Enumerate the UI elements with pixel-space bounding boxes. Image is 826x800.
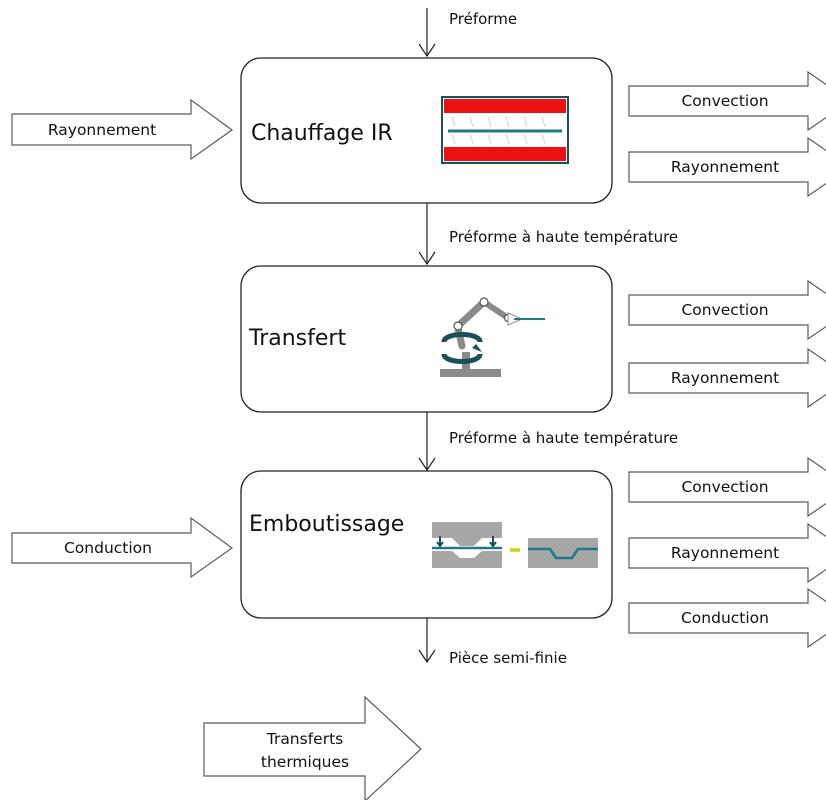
flow-label: Préforme à haute température: [449, 228, 678, 246]
loss-arrow-heating-convection: Convection: [628, 70, 826, 132]
robot-arm-icon: [440, 297, 545, 377]
output-label: Pièce semi-finie: [449, 649, 567, 667]
arrow-label: Rayonnement: [48, 121, 156, 139]
loss-arrow-stamping-conduction: Conduction: [628, 587, 826, 649]
flow-label: Préforme à haute température: [449, 429, 678, 447]
input-arrow-heating: Rayonnement: [11, 98, 234, 161]
output-flow: Pièce semi-finie: [418, 618, 567, 667]
stage-transfer: Transfert: [240, 265, 613, 413]
arrow-label: Convection: [681, 92, 768, 110]
arrow-label: Rayonnement: [671, 158, 779, 176]
legend-line-2: thermiques: [261, 753, 349, 771]
arrow-label: Rayonnement: [671, 544, 779, 562]
loss-arrow-stamping-radiation: Rayonnement: [628, 522, 826, 584]
flow-after-heating: Préforme à haute température: [418, 203, 678, 266]
loss-arrow-stamping-convection: Convection: [628, 456, 826, 518]
arrow-label: Conduction: [681, 609, 769, 627]
input-arrow-stamping: Conduction: [11, 516, 234, 579]
loss-arrows: Convection Rayonnement Convection Rayonn…: [628, 70, 826, 649]
ir-oven-icon: [441, 96, 569, 164]
stage-heating: Chauffage IR: [240, 57, 613, 204]
input-label: Préforme: [449, 10, 517, 28]
stage-stamping: Emboutissage: [240, 470, 613, 619]
stage-title: Transfert: [248, 326, 346, 351]
stamping-press-icon: [432, 522, 598, 568]
arrow-label: Convection: [681, 478, 768, 496]
legend-arrow: Transferts thermiques: [203, 695, 422, 800]
loss-arrow-transfer-radiation: Rayonnement: [628, 347, 826, 409]
stage-title: Emboutissage: [249, 512, 404, 537]
arrow-label: Convection: [681, 301, 768, 319]
loss-arrow-heating-radiation: Rayonnement: [628, 136, 826, 198]
legend-line-1: Transferts: [266, 730, 343, 748]
arrow-label: Rayonnement: [671, 369, 779, 387]
flow-after-transfer: Préforme à haute température: [418, 412, 678, 472]
arrow-label: Conduction: [64, 539, 152, 557]
input-flow: Préforme: [418, 8, 517, 58]
stage-title: Chauffage IR: [251, 121, 393, 146]
loss-arrow-transfer-convection: Convection: [628, 279, 826, 341]
